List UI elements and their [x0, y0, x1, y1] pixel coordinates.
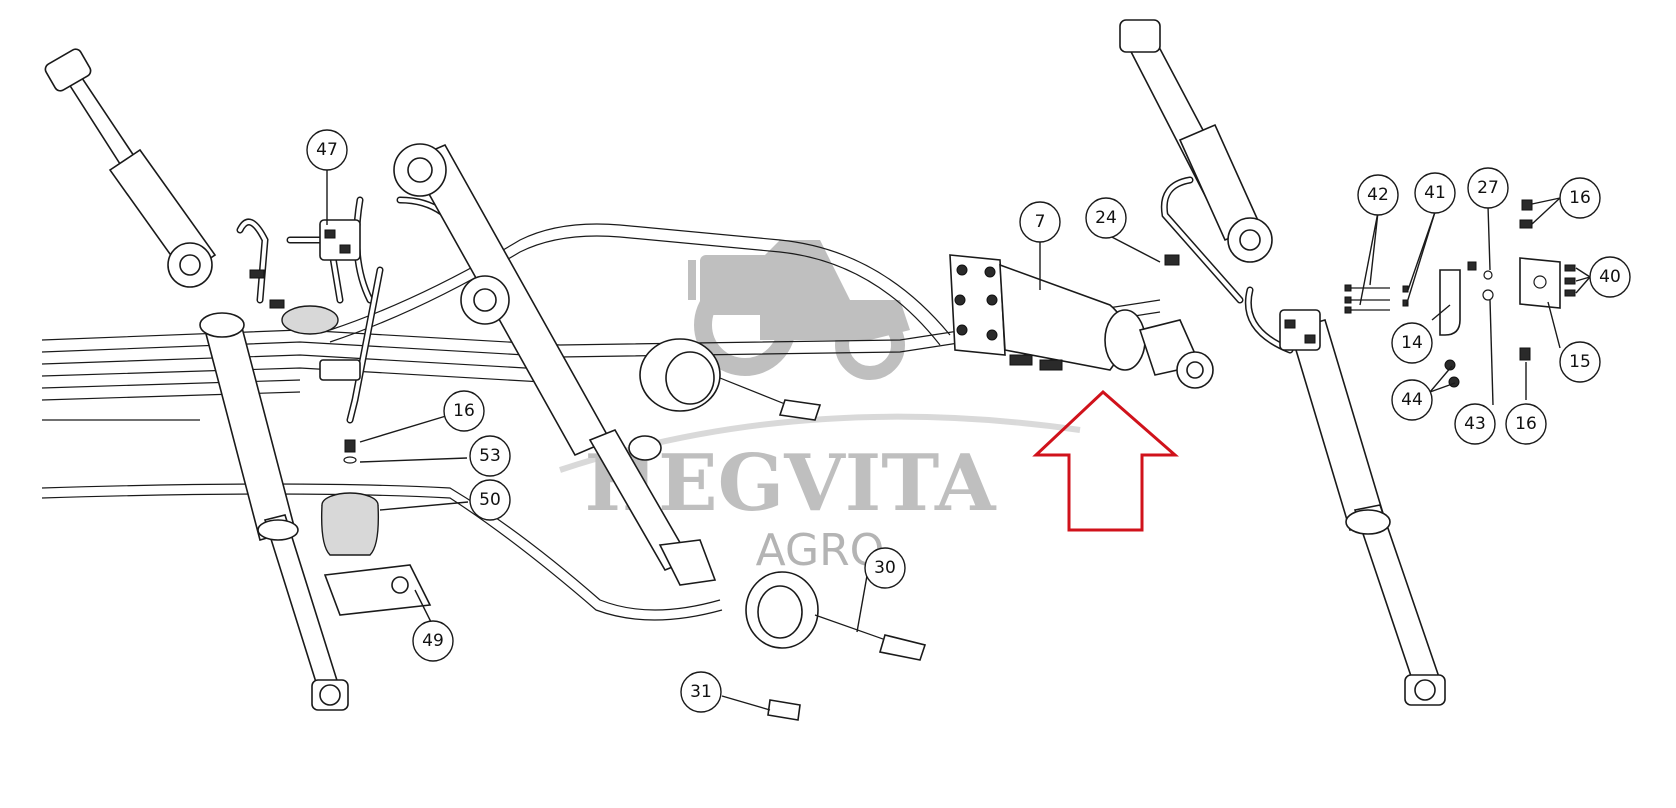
callout-label: 7 [1035, 212, 1046, 232]
valve-hardware [1164, 199, 1576, 388]
callout-50: 50 [469, 479, 511, 521]
callout-16-top: 16 [1559, 177, 1601, 219]
right-lower-steering-cylinder [1289, 319, 1446, 706]
callout-label: 16 [453, 401, 475, 421]
callout-label: 42 [1367, 185, 1389, 205]
callout-label: 24 [1095, 208, 1117, 228]
callout-label: 50 [479, 490, 501, 510]
upper-brake-chamber [639, 338, 822, 421]
callout-label: 44 [1401, 390, 1423, 410]
right-upper-steering-cylinder [1119, 19, 1273, 263]
callout-label: 47 [316, 140, 338, 160]
callout-label: 49 [422, 631, 444, 651]
callout-49: 49 [412, 620, 454, 662]
callout-label: 30 [874, 558, 896, 578]
callout-label: 43 [1464, 414, 1486, 434]
left-upper-steering-cylinder [44, 48, 217, 288]
watermark: HEGVITA AGRO [559, 240, 1081, 576]
lower-brake-chamber [745, 571, 927, 721]
center-steering-cylinder [393, 143, 717, 586]
tractor-logo-icon [688, 240, 910, 380]
highlight-arrow-icon [1032, 389, 1179, 532]
callout-label: 14 [1401, 333, 1423, 353]
callout-label: 15 [1569, 352, 1591, 372]
callout-15: 15 [1559, 341, 1601, 383]
steering-gearbox [949, 254, 1214, 389]
callout-44: 44 [1391, 379, 1433, 421]
callout-7: 7 [1019, 201, 1061, 243]
accumulator-assembly [320, 439, 432, 616]
callout-label: 31 [690, 682, 712, 702]
callout-41: 41 [1414, 172, 1456, 214]
callout-label: 16 [1569, 188, 1591, 208]
callout-14: 14 [1391, 322, 1433, 364]
callout-40: 40 [1589, 256, 1631, 298]
left-hose-cluster [236, 196, 474, 424]
left-lower-steering-cylinder [199, 312, 349, 711]
callout-label: 41 [1424, 183, 1446, 203]
callout-24: 24 [1085, 197, 1127, 239]
callout-42: 42 [1357, 174, 1399, 216]
callout-label: 27 [1477, 178, 1499, 198]
callout-47: 47 [306, 129, 348, 171]
leader-lines [326, 170, 1591, 711]
watermark-subtitle: AGRO [756, 525, 885, 576]
callout-16-left: 16 [443, 390, 485, 432]
callout-label: 40 [1599, 267, 1621, 287]
callout-30: 30 [864, 547, 906, 589]
right-hose-cluster [1160, 176, 1321, 354]
callout-16-right: 16 [1505, 403, 1547, 445]
callout-27: 27 [1467, 167, 1509, 209]
callout-31: 31 [680, 671, 722, 713]
callout-43: 43 [1454, 403, 1496, 445]
callout-53: 53 [469, 435, 511, 477]
callout-label: 53 [479, 446, 501, 466]
callout-label: 16 [1515, 414, 1537, 434]
